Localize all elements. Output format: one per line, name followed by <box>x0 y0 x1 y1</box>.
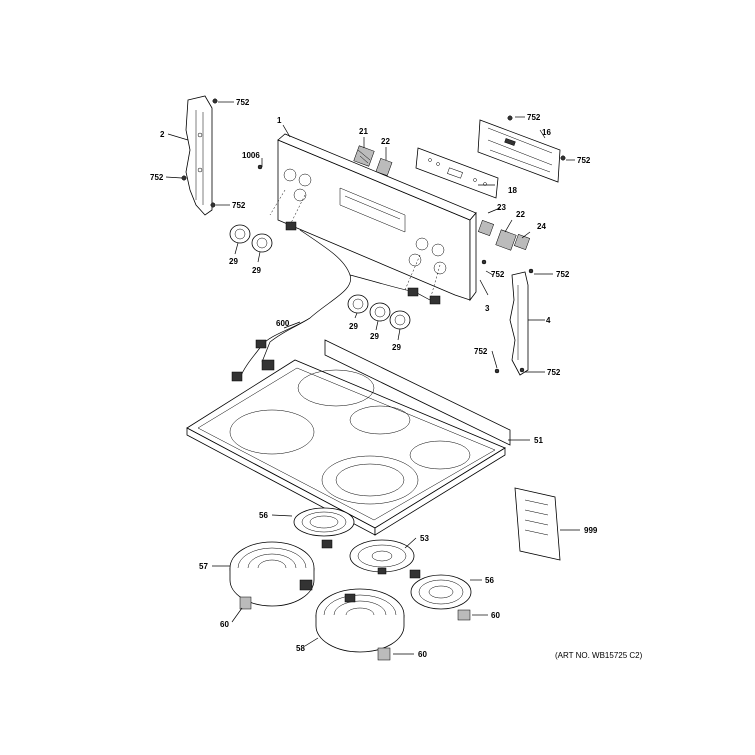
callout-22: 22 <box>381 137 390 146</box>
callout-752: 752 <box>556 270 570 279</box>
callout-57: 57 <box>199 562 208 571</box>
radiant-element-small <box>293 507 355 549</box>
terminal-block <box>239 596 471 661</box>
callout-1: 1 <box>277 116 282 125</box>
callout-752: 752 <box>150 173 164 182</box>
callout-16: 16 <box>542 128 551 137</box>
callout-29: 29 <box>370 332 379 341</box>
side-bracket-right <box>509 271 529 376</box>
leader-lines <box>165 101 580 655</box>
callout-29: 29 <box>392 343 401 352</box>
switch-component <box>477 219 531 251</box>
callout-56: 56 <box>259 511 268 520</box>
callout-22: 22 <box>516 210 525 219</box>
callout-752: 752 <box>232 201 246 210</box>
callout-60: 60 <box>491 611 500 620</box>
callout-51: 51 <box>534 436 543 445</box>
control-knob <box>229 224 411 330</box>
control-board <box>477 119 561 183</box>
callout-56: 56 <box>485 576 494 585</box>
callout-18: 18 <box>508 186 517 195</box>
callout-60: 60 <box>418 650 427 659</box>
callout-58: 58 <box>296 644 305 653</box>
radiant-element-dual <box>315 588 405 653</box>
screw-icon <box>257 164 534 374</box>
callout-3: 3 <box>485 304 490 313</box>
callout-29: 29 <box>229 257 238 266</box>
callout-752: 752 <box>236 98 250 107</box>
callout-999: 999 <box>584 526 598 535</box>
callout-4: 4 <box>546 316 551 325</box>
owner-manual <box>514 487 561 561</box>
radiant-element-small <box>409 569 472 610</box>
callout-752: 752 <box>577 156 591 165</box>
radiant-element-medium <box>349 539 415 575</box>
callout-29: 29 <box>349 322 358 331</box>
callout-24: 24 <box>537 222 546 231</box>
callout-53: 53 <box>420 534 429 543</box>
callout-752: 752 <box>547 368 561 377</box>
callout-29: 29 <box>252 266 261 275</box>
callout-600: 600 <box>276 319 290 328</box>
radiant-element-large <box>229 541 315 607</box>
callout-752: 752 <box>491 270 505 279</box>
callout-60: 60 <box>220 620 229 629</box>
control-panel-backsplash <box>269 133 477 302</box>
control-overlay <box>415 147 499 199</box>
wire-harness <box>231 221 441 382</box>
callout-23: 23 <box>497 203 506 212</box>
switch-component <box>353 145 393 176</box>
callout-752: 752 <box>527 113 541 122</box>
callout-labels: 752 2 752 752 1006 1 21 22 752 16 752 18… <box>150 98 643 660</box>
cooktop-glass <box>186 339 511 536</box>
art-number: (ART NO. WB15725 C2) <box>555 651 643 660</box>
callout-1006: 1006 <box>242 151 260 160</box>
side-bracket-left <box>185 95 213 216</box>
callout-2: 2 <box>160 130 165 139</box>
callout-21: 21 <box>359 127 368 136</box>
callout-752: 752 <box>474 347 488 356</box>
screw-icon <box>507 115 566 161</box>
screw-icon <box>181 98 218 208</box>
